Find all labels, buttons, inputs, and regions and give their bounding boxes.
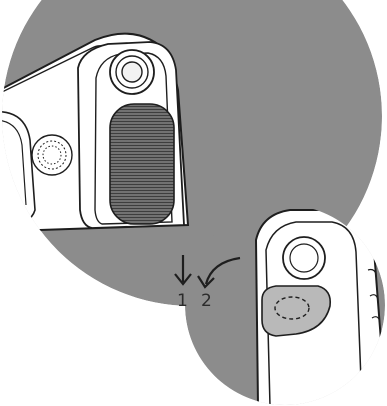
- dashed-circle-icon: [274, 296, 310, 320]
- side-panel-inner: [2, 119, 27, 206]
- bottom-housing-inner: [265, 221, 363, 405]
- step-label-1: 1: [177, 291, 188, 311]
- arrow-down-icon: [174, 255, 192, 286]
- curved-arrow-icon: [197, 256, 241, 289]
- top-detail-panel: [2, 0, 382, 306]
- housing-inner-outline: [94, 52, 173, 225]
- bottom-lens-icon: [282, 236, 326, 280]
- mesh-cover: [109, 103, 175, 225]
- round-button-icon: [31, 134, 73, 176]
- bottom-detail-panel: [185, 205, 385, 405]
- side-markings: [367, 268, 381, 323]
- step-label-2: 2: [201, 291, 212, 311]
- lens-icon: [109, 49, 155, 95]
- pull-tab: [261, 285, 332, 337]
